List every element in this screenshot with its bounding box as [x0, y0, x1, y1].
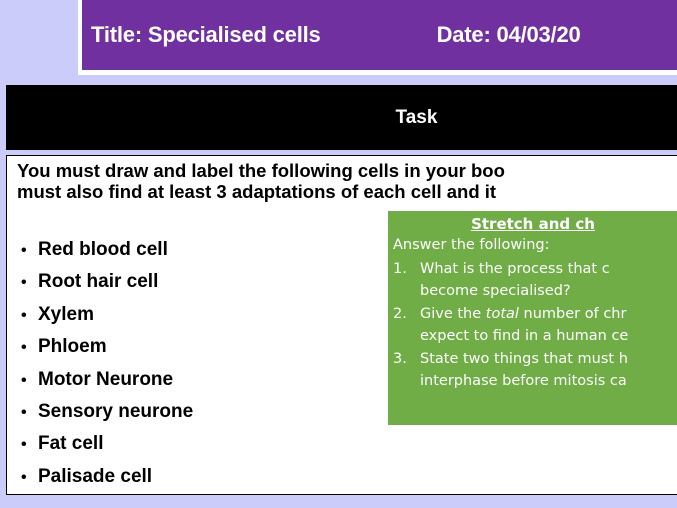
list-item: 1. What is the process that c become spec… [393, 259, 677, 302]
list-item-label: Fat cell [38, 433, 104, 455]
question-number: 3. [393, 351, 407, 367]
question-line-1-pre: Give the [420, 306, 486, 322]
bullet-icon: • [21, 306, 27, 324]
stretch-and-challenge-heading: Stretch and ch [471, 215, 595, 233]
task-bar: Task [6, 85, 677, 150]
bullet-icon: • [21, 339, 27, 357]
list-item-label: Phloem [38, 336, 107, 358]
bullet-icon: • [21, 371, 27, 389]
question-line-1-italic: total [485, 306, 519, 322]
list-item: • Red blood cell [21, 234, 193, 266]
question-line-1-pre: What is the process that c [420, 261, 610, 277]
stretch-intro-text: Answer the following: [393, 237, 550, 253]
question-line-2: become specialised? [420, 282, 571, 299]
question-line-2: expect to find in a human ce [420, 327, 629, 344]
list-item: 2. Give the total number of chr expect to… [393, 304, 677, 347]
bullet-icon: • [21, 242, 27, 259]
list-item: • Palisade cell [21, 461, 193, 493]
bullet-icon: • [21, 436, 27, 454]
list-item: • Phloem [21, 331, 193, 363]
slide-date: Date: 04/03/20 [436, 22, 581, 47]
question-number: 1. [393, 261, 407, 277]
bullet-icon: • [21, 274, 27, 292]
question-line-1-pre: State two things that must h [420, 351, 628, 367]
list-item: • Xylem [21, 299, 193, 331]
task-instructions-line-2: must also find at least 3 adaptations of… [17, 181, 497, 202]
content-panel: You must draw and label the following ce… [6, 155, 677, 495]
list-item: • Sensory neurone [21, 396, 193, 428]
list-item: • Motor Neurone [21, 364, 193, 396]
bullet-icon: • [21, 404, 27, 422]
list-item: 3. State two things that must h interphas… [393, 349, 677, 392]
list-item-label: Motor Neurone [38, 368, 174, 390]
list-item-label: Sensory neurone [38, 401, 194, 423]
slide-title: Title: Specialised cells [91, 22, 321, 47]
stretch-and-challenge-box: Stretch and ch Answer the following: 1. W… [388, 211, 677, 425]
list-item-label: Xylem [38, 303, 94, 325]
cell-type-list: • Red blood cell • Root hair cell • Xylem •… [21, 234, 193, 493]
title-banner-row: Title: Specialised cells Date: 04/03/20 [82, 0, 677, 70]
title-banner: Title: Specialised cells Date: 04/03/20 [78, 0, 677, 75]
list-item: • Fat cell [21, 428, 193, 460]
task-bar-label: Task [395, 107, 438, 128]
list-item-label: Palisade cell [38, 465, 153, 487]
list-item-label: Root hair cell [38, 271, 159, 293]
task-instructions: You must draw and label the following ce… [17, 160, 677, 202]
question-number: 2. [393, 306, 407, 322]
list-item-label: Red blood cell [38, 239, 168, 260]
bullet-icon: • [21, 468, 27, 486]
list-item: • Root hair cell [21, 266, 193, 298]
stretch-question-list: 1. What is the process that c become spec… [393, 259, 677, 394]
task-instructions-line-1: You must draw and label the following ce… [17, 160, 505, 181]
question-line-1-post: number of chr [518, 306, 627, 322]
question-line-2: interphase before mitosis ca [420, 372, 627, 389]
